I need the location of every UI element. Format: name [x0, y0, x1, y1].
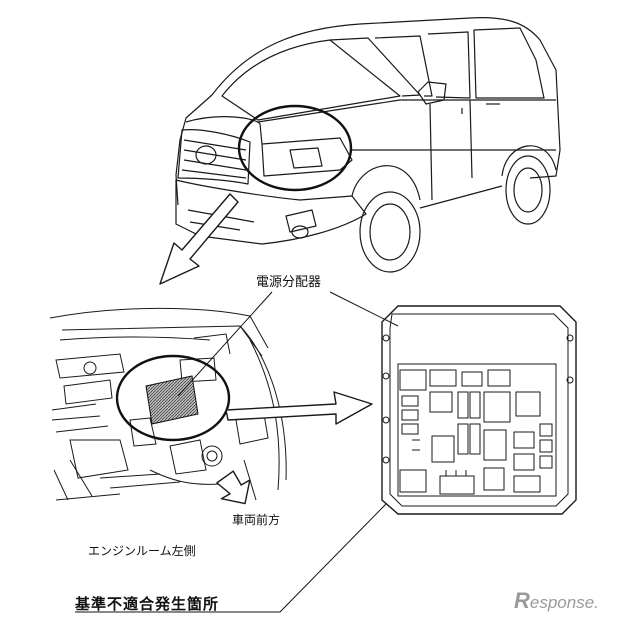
response-watermark: Response.: [514, 588, 599, 614]
power-distributor-leader: [177, 291, 273, 397]
defect-leader-line: [75, 503, 387, 613]
power-distributor-label: 電源分配器: [256, 275, 322, 290]
vehicle-front-arrow: [216, 470, 251, 505]
engine-room-left-label: エンジンルーム左側: [88, 544, 196, 558]
headlamp-highlight-circle: [237, 104, 353, 192]
engine-bay-highlight-circle: [115, 354, 231, 442]
watermark-rest: esponse.: [529, 593, 599, 612]
defect-location-label: 基準不適合発生箇所: [75, 595, 220, 613]
fusebox-leader-top: [329, 291, 399, 327]
minivan-drawing: [175, 17, 561, 273]
fuse-box-drawing: [381, 305, 577, 515]
arrow-to-engine-bay: [159, 193, 239, 285]
watermark-initial: R: [514, 588, 530, 613]
arrow-to-fusebox: [225, 391, 373, 425]
vehicle-front-label: 車両前方: [232, 513, 281, 527]
